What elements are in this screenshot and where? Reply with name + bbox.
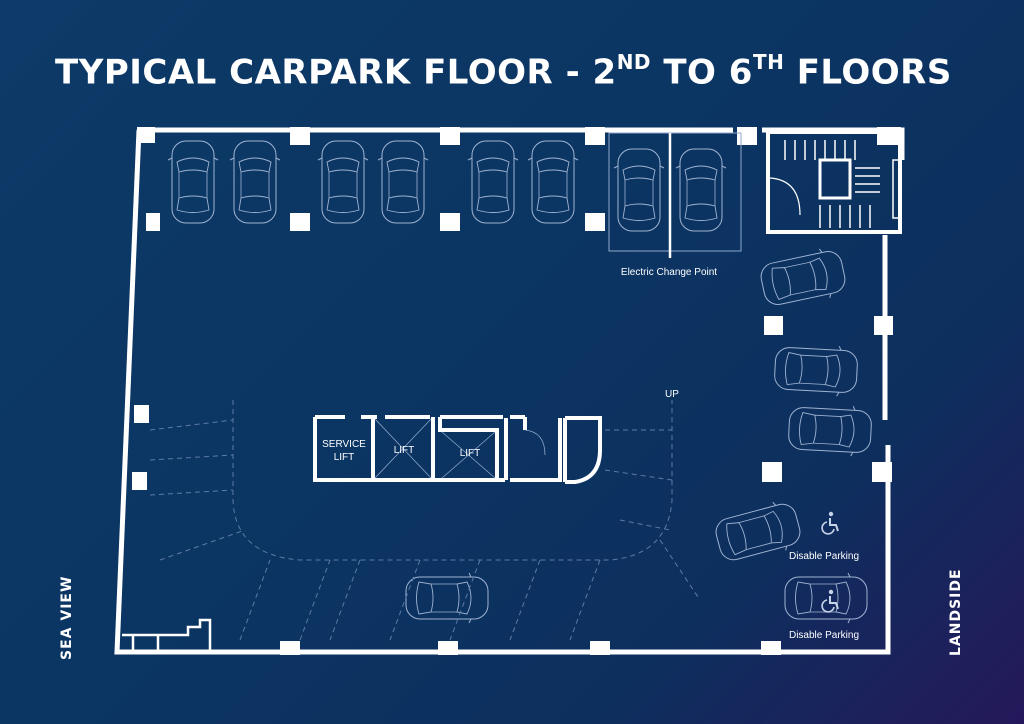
lift-label-1: LIFT [394,445,415,456]
up-label: UP [665,389,679,400]
electric-change-label: Electric Change Point [621,267,717,278]
utility-room [122,618,212,652]
lift-shafts [374,418,546,479]
parked-cars-right [406,245,872,623]
landside-label: LANDSIDE [948,568,964,656]
outer-walls [114,127,905,655]
lift-core [313,415,602,484]
wheelchair-icon [821,510,839,535]
lift-label-2: LIFT [460,448,481,459]
service-lift-label-1: SERVICE [322,439,366,450]
disable-parking-label-2: Disable Parking [789,630,859,641]
wheelchair-icon [821,588,839,613]
electric-bay [608,132,742,258]
columns [132,127,901,655]
ramp [149,400,701,641]
disable-parking-label-1: Disable Parking [789,551,859,562]
service-lift-label-2: LIFT [334,452,355,463]
sea-view-label: SEA VIEW [59,575,75,660]
stair-icon [766,130,902,234]
page-title: TYPICAL CARPARK FLOOR - 2ND TO 6TH FLOOR… [55,50,952,93]
